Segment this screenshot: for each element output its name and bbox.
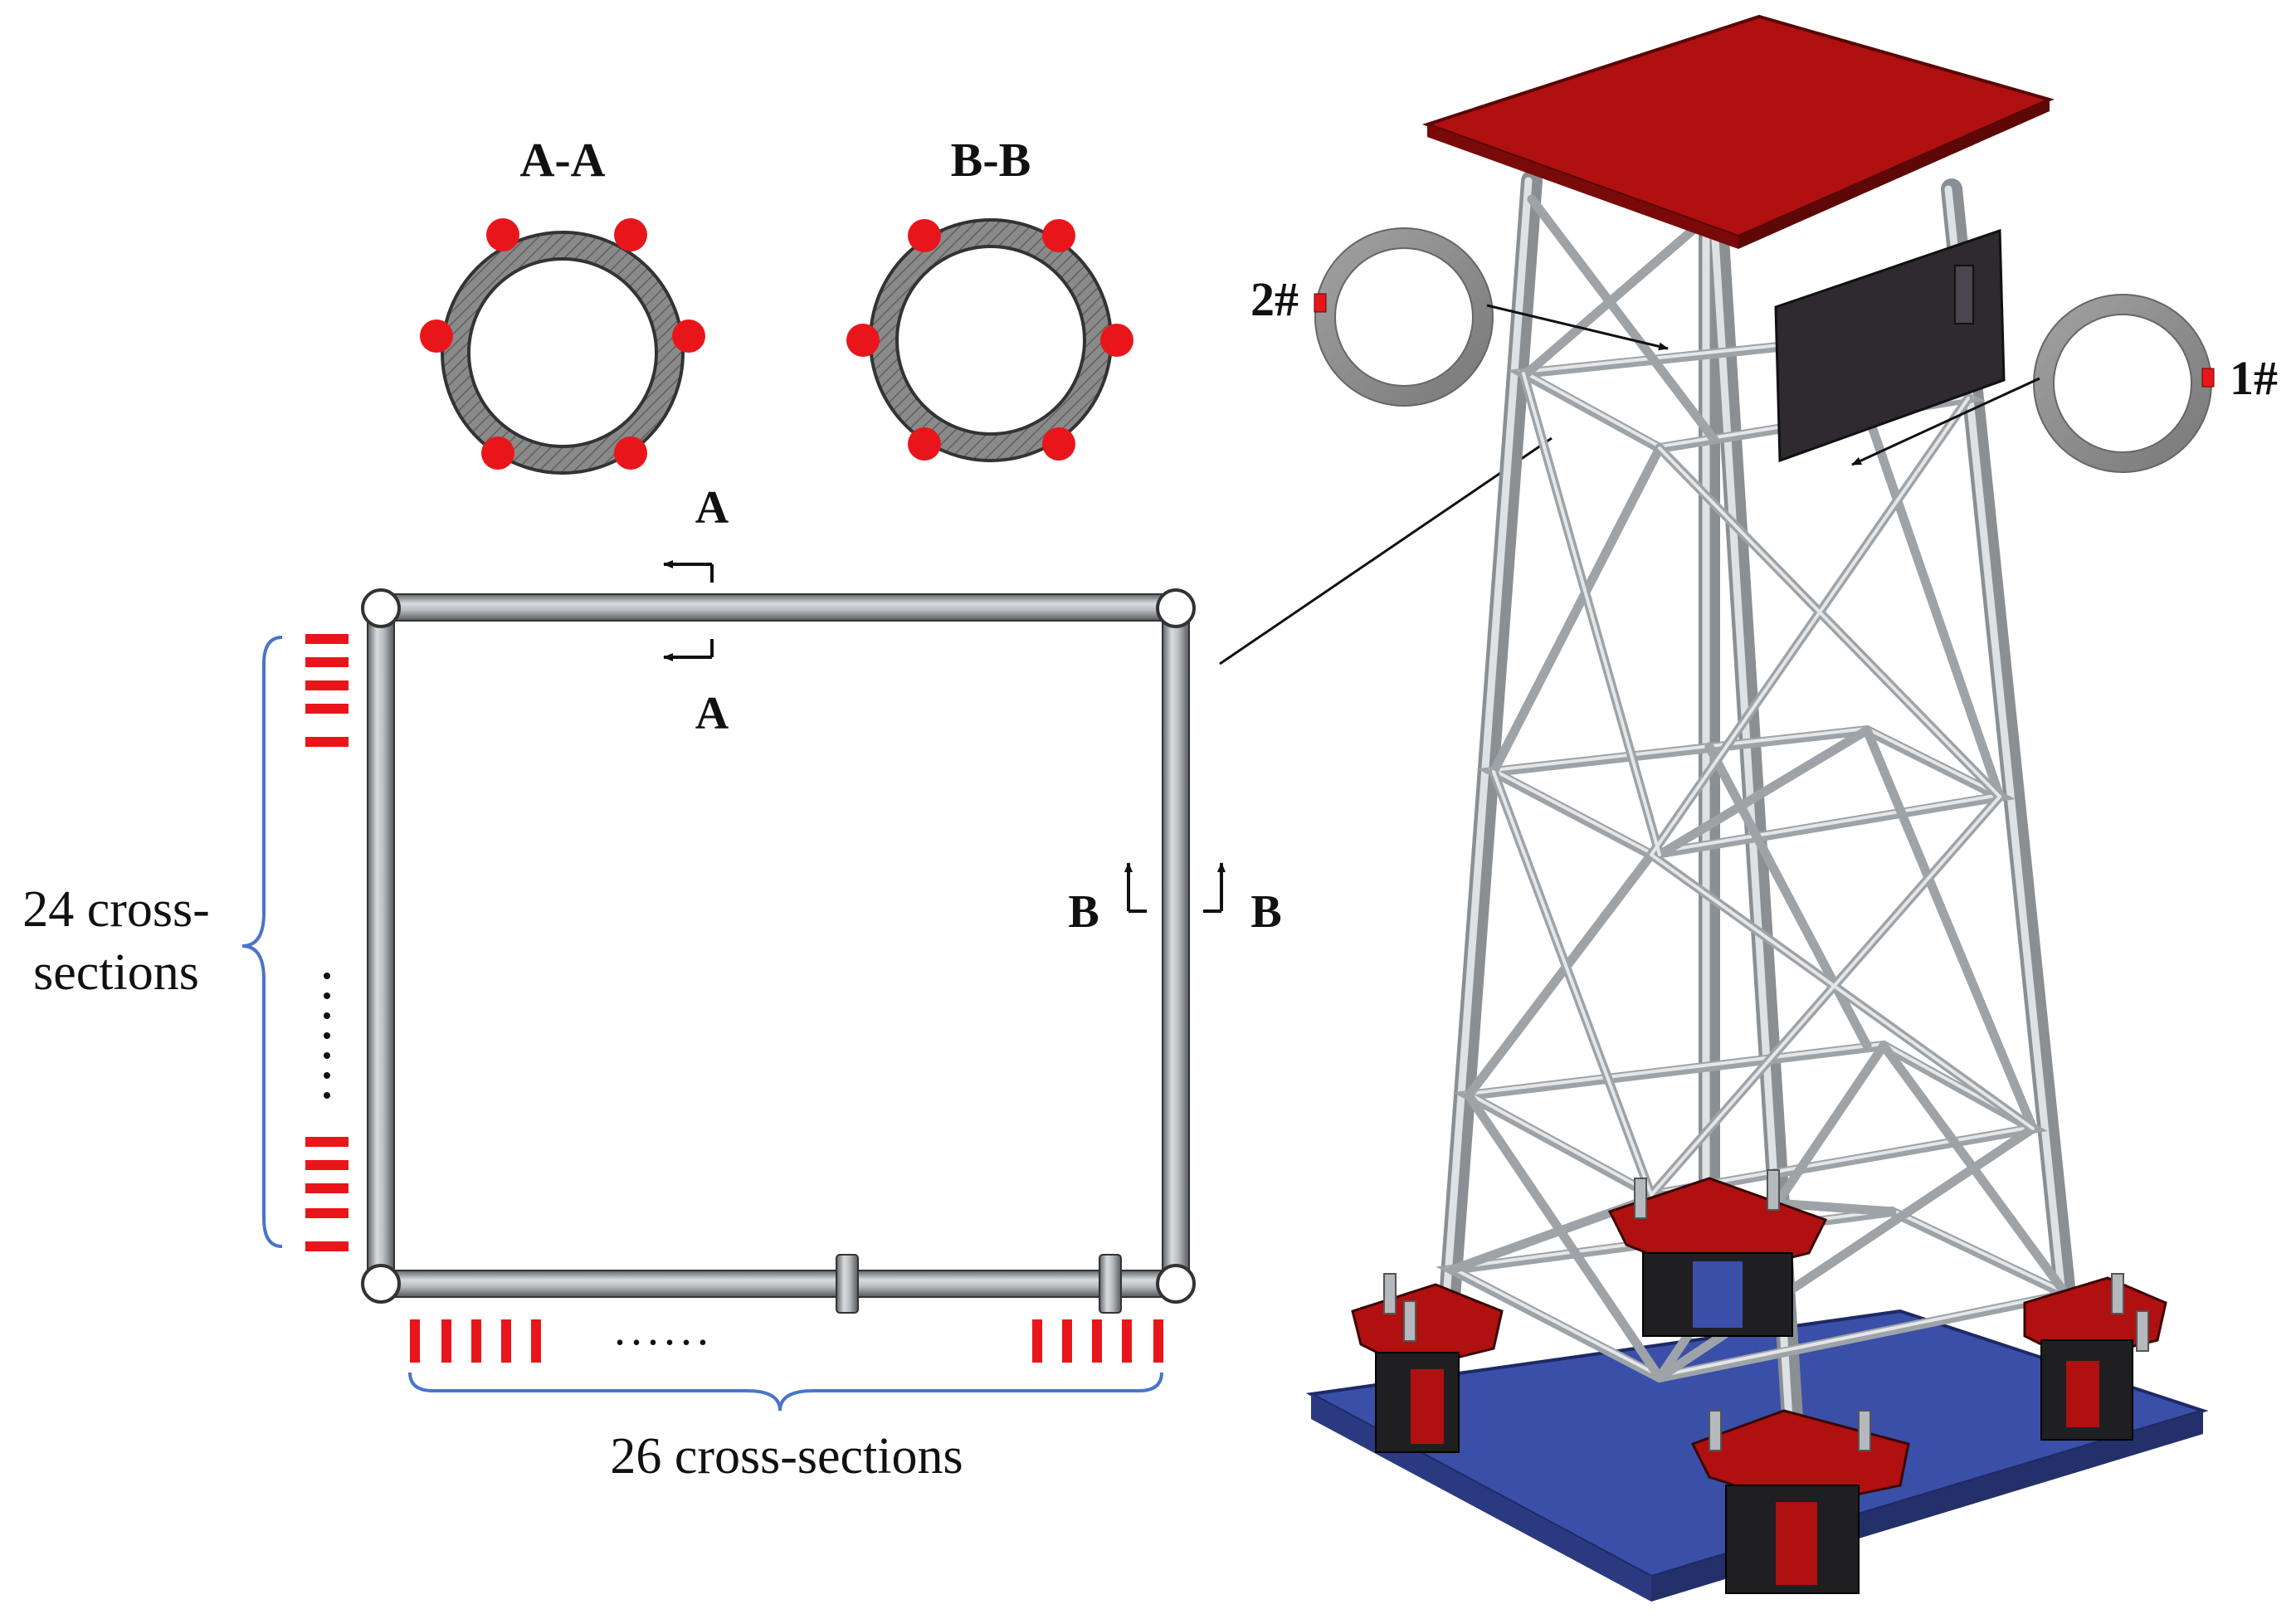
strain-gauge-dot-icon xyxy=(1100,324,1133,357)
jacket-model xyxy=(1305,14,2209,1602)
support-foot-back xyxy=(1607,1169,1828,1337)
deck-edge-left xyxy=(1427,124,1738,249)
section-aa-title: A-A xyxy=(519,133,605,187)
strain-gauge-dot-icon xyxy=(846,324,880,357)
gauge-2-pointer xyxy=(1486,304,1669,351)
strain-gauge-dot-icon xyxy=(908,219,941,252)
vertical-ellipsis xyxy=(324,973,330,1099)
strain-gauge-dot-icon xyxy=(481,436,514,470)
frame-plan: A A B B xyxy=(22,482,1281,1485)
support-foot-left xyxy=(1351,1273,1504,1453)
bracket-plate xyxy=(1774,228,2006,463)
ring-cross-section-icon xyxy=(441,231,685,475)
strain-gauge-marker-1 xyxy=(2201,368,2215,388)
vertical-count-label-2: sections xyxy=(33,944,199,1001)
frame-node-br xyxy=(1156,1264,1196,1304)
section-cut-b xyxy=(1124,862,1226,913)
horizontal-count-bracket xyxy=(408,1372,1163,1412)
gauge-1-label: 1# xyxy=(2230,351,2278,405)
section-bb-title: B-B xyxy=(951,133,1031,187)
gauge-1-pointer xyxy=(1851,377,2040,466)
strain-gauge-dot-icon xyxy=(614,218,647,251)
gauge-ring-1: 1# xyxy=(1851,294,2278,473)
vertical-count-bracket xyxy=(241,636,283,1248)
gauge-2-label: 2# xyxy=(1250,272,1299,326)
ring-cross-section-icon xyxy=(2034,295,2211,472)
support-foot-right xyxy=(2023,1273,2167,1441)
horizontal-gauge-ticks-right xyxy=(1032,1319,1163,1363)
frame-node-tl xyxy=(361,588,401,628)
strain-gauge-dot-icon xyxy=(672,319,705,353)
horizontal-count-label: 26 cross-sections xyxy=(610,1428,963,1485)
jacket-x-braces-highlight xyxy=(1492,372,2035,1197)
strain-gauge-marker-2 xyxy=(1314,293,1327,313)
bracket-plate-slot xyxy=(1954,265,1974,324)
strain-gauge-dot-icon xyxy=(486,218,519,251)
vertical-gauge-ticks-top xyxy=(305,634,349,747)
strain-gauge-dots-bb xyxy=(846,219,1133,461)
strain-gauge-dot-icon xyxy=(614,436,647,470)
strain-gauge-dots-aa xyxy=(420,218,705,470)
frame-left-member xyxy=(367,607,395,1285)
gauge-ring-2: 2# xyxy=(1250,227,1669,407)
strain-gauge-dot-icon xyxy=(420,319,453,353)
section-cut-a xyxy=(663,560,714,661)
ring-cross-section-icon xyxy=(1315,228,1493,406)
horizontal-ellipsis: ...... xyxy=(614,1304,714,1355)
support-foot-front xyxy=(1690,1409,1910,1594)
frame-node-bl xyxy=(361,1264,401,1304)
frame-bottom-member xyxy=(379,1270,1177,1298)
section-bb: B-B xyxy=(846,133,1133,462)
cut-a-label-bottom: A xyxy=(695,688,729,739)
strain-gauge-dot-icon xyxy=(1042,219,1075,252)
cut-b-label-right: B xyxy=(1250,886,1281,938)
vertical-count-label-1: 24 cross- xyxy=(22,881,210,938)
frame-right-member xyxy=(1162,607,1190,1285)
cut-a-label-top: A xyxy=(695,482,729,534)
strain-gauge-dot-icon xyxy=(908,427,941,461)
flange-right xyxy=(1099,1254,1122,1314)
cut-b-label-left: B xyxy=(1068,886,1099,938)
flange-left xyxy=(836,1254,859,1314)
horizontal-gauge-ticks-left xyxy=(410,1319,541,1363)
frame-top-member xyxy=(379,593,1177,622)
strain-gauge-dot-icon xyxy=(1042,427,1075,461)
frame-node-tr xyxy=(1156,588,1196,628)
vertical-gauge-ticks-bottom xyxy=(305,1137,349,1251)
ring-cross-section-icon xyxy=(869,218,1113,462)
frame-to-jacket-leader xyxy=(1219,436,1553,666)
section-aa: A-A xyxy=(420,133,705,475)
deck-edge-right xyxy=(1738,100,2050,249)
